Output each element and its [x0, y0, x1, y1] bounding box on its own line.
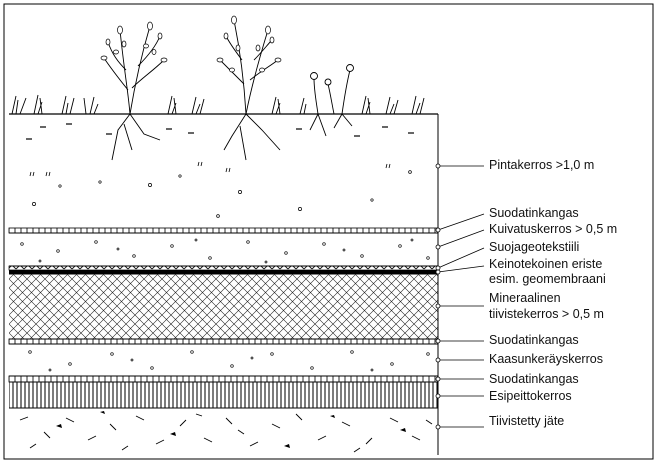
leader-lines [437, 165, 485, 428]
label-keinotekoinen-eriste: Keinotekoinen eriste [489, 257, 603, 271]
label-mineraalinen: Mineraalinen [489, 291, 561, 305]
flower-plant-3 [309, 64, 354, 137]
gas-collection-dots [28, 350, 430, 372]
label-suojageotekstiili: Suojageotekstiili [489, 240, 580, 254]
label-suodatinkangas-1: Suodatinkangas [489, 206, 579, 220]
shrub-plant-1 [103, 25, 165, 161]
label-kaasunkerayskerros: Kaasunkeräyskerros [489, 352, 603, 366]
shrub-plant-1-leaves [100, 21, 168, 63]
drainage-layer-dots [20, 238, 430, 264]
mineral-sealing-layer [9, 274, 438, 339]
label-kuivatuskerros: Kuivatuskerros > 0,5 m [489, 222, 618, 236]
label-keinotekoinen-eriste-line2: esim. geomembraani [489, 272, 606, 286]
label-suodatinkangas-3: Suodatinkangas [489, 372, 579, 386]
topsoil-dashes [26, 123, 414, 140]
leader-markers [435, 163, 441, 430]
compacted-waste-fragments [56, 411, 406, 448]
filter-fabric-3-band [8, 375, 439, 383]
label-pintakerros: Pintakerros >1,0 m [489, 158, 595, 172]
topsoil-grass-bits [29, 161, 391, 177]
label-tiivistetty-jate: Tiivistetty jäte [489, 414, 565, 428]
filter-fabric-1-band [8, 227, 439, 234]
outer-frame [3, 3, 654, 460]
grass-tufts [11, 94, 425, 115]
compacted-waste-debris [19, 413, 433, 453]
label-esipeittokerros: Esipeittokerros [489, 389, 572, 403]
geomembrane-band [9, 270, 438, 274]
label-suodatinkangas-2: Suodatinkangas [489, 333, 579, 347]
shrub-plant-2-leaves [216, 15, 282, 73]
topsoil-pebbles [32, 170, 412, 218]
pre-cover-layer [9, 382, 438, 408]
filter-fabric-2-band [8, 338, 439, 345]
protective-geotextile-band [8, 265, 439, 271]
label-tiivistekerros: tiivistekerros > 0,5 m [489, 307, 604, 321]
